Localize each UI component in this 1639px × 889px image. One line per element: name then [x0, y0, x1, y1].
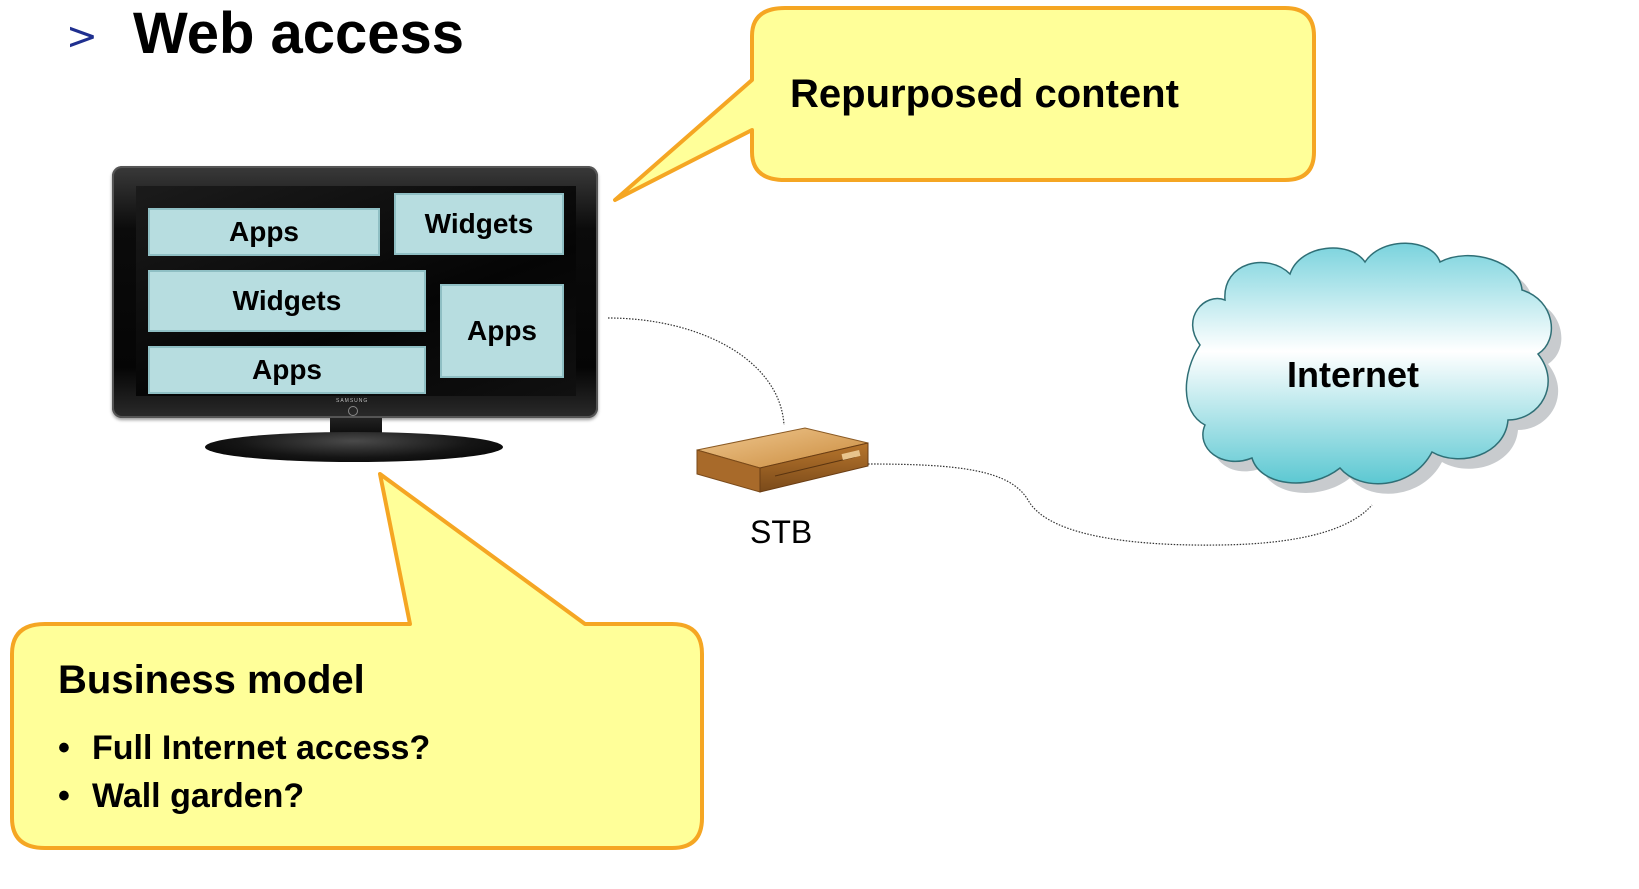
callout-repurposed-text: Repurposed content: [790, 72, 1179, 116]
tv-power-button-icon: [348, 406, 358, 416]
connection-stb-internet: [867, 463, 1373, 546]
tv-brand-logo: SAMSUNG: [336, 398, 369, 404]
stb-label: STB: [750, 514, 813, 550]
list-item: • Full Internet access?: [58, 724, 430, 772]
callout-repurposed-shape: [613, 6, 1316, 202]
tile-apps-1: Apps: [148, 208, 380, 256]
tile-widgets-2: Widgets: [148, 270, 426, 332]
tv-stand: [205, 432, 503, 462]
page-title: Web access: [133, 1, 465, 66]
list-item-text: Full Internet access?: [92, 729, 431, 767]
stb-icon: [696, 427, 869, 493]
internet-label: Internet: [1287, 354, 1420, 395]
connection-tv-stb: [607, 317, 785, 426]
callout-business-title: Business model: [58, 658, 365, 702]
list-item-text: Wall garden?: [92, 777, 305, 815]
callout-business-list: • Full Internet access? • Wall garden?: [58, 724, 430, 820]
bullet-dot: •: [58, 729, 70, 767]
internet-cloud-icon: [1185, 242, 1552, 485]
tile-apps-3: Apps: [148, 346, 426, 394]
list-item: • Wall garden?: [58, 772, 430, 820]
tile-widgets-1: Widgets: [394, 193, 564, 255]
callout-business-shape: [10, 472, 704, 850]
title-bullet: >: [66, 14, 98, 58]
bullet-dot: •: [58, 777, 70, 815]
tile-apps-2: Apps: [440, 284, 564, 378]
